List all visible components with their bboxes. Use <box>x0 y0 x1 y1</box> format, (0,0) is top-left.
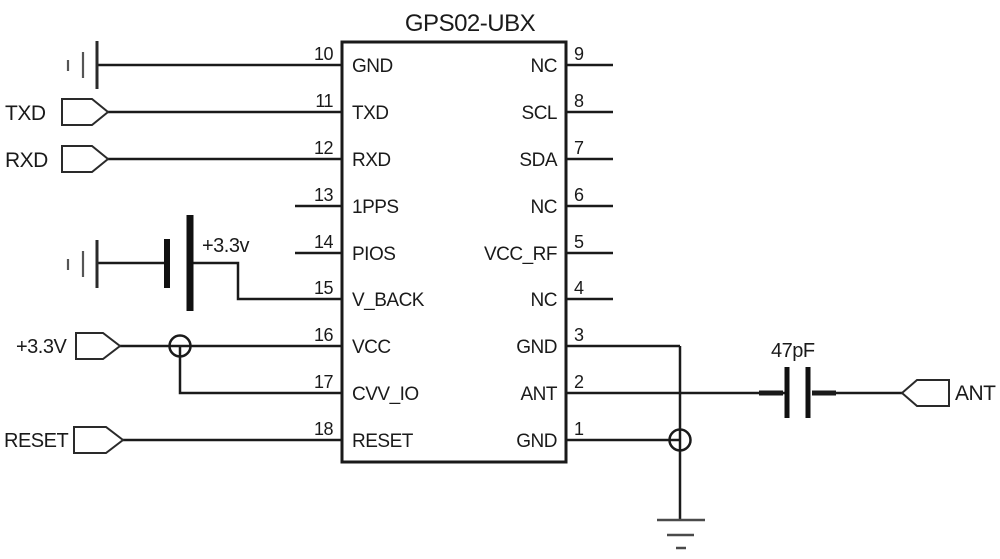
battery-symbol: +3.3v <box>164 215 250 311</box>
ground-symbol-bottom <box>657 518 705 550</box>
vcc-junction-node <box>168 334 192 358</box>
pin-number: 11 <box>315 91 333 111</box>
pin-number: 13 <box>314 185 334 205</box>
pin-number: 17 <box>314 372 334 392</box>
pin-number: 12 <box>314 138 334 158</box>
pin-name: ANT <box>521 384 558 405</box>
pin-number: 15 <box>314 278 334 298</box>
chip-title: GPS02-UBX <box>405 10 536 37</box>
pin-number: 16 <box>314 325 334 345</box>
txd-connector-label: TXD <box>5 102 46 125</box>
pin-name: CVV_IO <box>352 384 419 405</box>
pin-number: 18 <box>314 419 334 439</box>
pin-number: 14 <box>314 232 334 252</box>
pin-number: 7 <box>574 138 584 158</box>
antenna-output: 47pF ANT <box>759 340 997 418</box>
reset-connector-label: RESET <box>4 430 68 452</box>
pin-number: 2 <box>574 372 584 392</box>
gnd-junction-node <box>668 428 692 452</box>
pin-name: VCC <box>352 337 391 358</box>
ground-symbol-top <box>66 41 99 89</box>
left-connectors: TXD RXD +3.3V RESET <box>4 98 125 454</box>
pin-name: SCL <box>522 103 557 124</box>
pin-name: NC <box>531 197 557 218</box>
left-wires <box>97 63 342 442</box>
battery-voltage-label: +3.3v <box>202 235 249 257</box>
pin-name: V_BACK <box>352 290 425 311</box>
vcc-connector-label: +3.3V <box>16 336 67 358</box>
vcc-connector-flag <box>75 332 122 360</box>
pin-number: 5 <box>574 232 584 252</box>
pin-number: 3 <box>574 325 584 345</box>
pin-name: VCC_RF <box>484 244 557 265</box>
pin-name: GND <box>352 56 393 77</box>
left-pin-labels: 10 11 12 13 14 15 16 17 18 GND TXD RXD 1… <box>314 44 425 452</box>
pin-number: 10 <box>314 44 334 64</box>
ground-symbol-battery <box>66 240 99 288</box>
ant-connector-flag <box>900 379 950 407</box>
pin-number: 4 <box>574 278 584 298</box>
pin-name: GND <box>516 431 557 452</box>
pin-number: 8 <box>574 91 584 111</box>
pin-name: NC <box>531 56 557 77</box>
pin-name: GND <box>516 337 557 358</box>
right-pin-labels: 9 8 7 6 5 4 3 2 1 NC SCL SDA NC VCC_RF N… <box>484 44 585 452</box>
txd-connector-flag <box>61 98 110 126</box>
pin-name: TXD <box>352 103 389 124</box>
chip-outline <box>340 40 568 464</box>
rxd-connector-flag <box>61 145 110 173</box>
pin-17-wire <box>178 346 342 395</box>
pin-15-wire <box>190 261 342 301</box>
chip: GPS02-UBX <box>340 10 568 464</box>
reset-connector-flag <box>73 426 125 454</box>
pin-number: 1 <box>574 419 584 439</box>
pin-number: 6 <box>574 185 584 205</box>
rxd-connector-label: RXD <box>5 149 48 172</box>
pin-name: RXD <box>352 150 391 171</box>
pin-number: 9 <box>574 44 584 64</box>
pin-name: NC <box>531 290 557 311</box>
pin-name: 1PPS <box>352 197 399 218</box>
right-wires <box>566 63 787 520</box>
capacitor-value-label: 47pF <box>771 340 815 362</box>
pin-name: PIOS <box>352 244 395 265</box>
ant-connector-label: ANT <box>955 382 996 405</box>
pin-name: SDA <box>519 150 557 171</box>
pin-name: RESET <box>352 431 414 452</box>
